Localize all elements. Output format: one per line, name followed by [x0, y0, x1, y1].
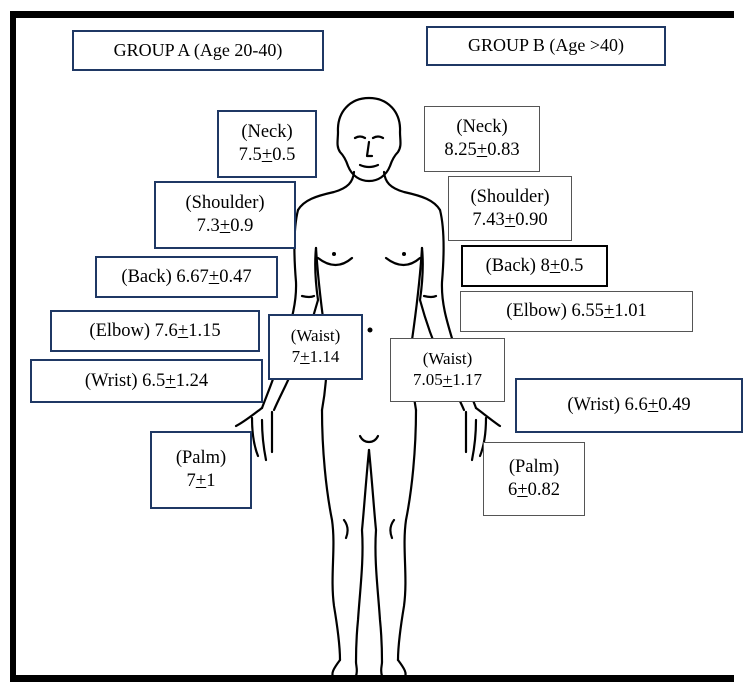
group-a-elbow-box: (Elbow) 7.6+1.15	[50, 310, 260, 352]
group-a-waist-value: 7+1.14	[292, 347, 340, 368]
group-b-elbow-box: (Elbow) 6.55+1.01	[460, 291, 693, 332]
group-a-neck-value: 7.5+0.5	[239, 144, 296, 167]
group-b-palm-box: (Palm) 6+0.82	[483, 442, 585, 516]
group-a-neck-label: (Neck)	[241, 121, 292, 144]
group-b-neck-box: (Neck) 8.25+0.83	[424, 106, 540, 172]
group-a-palm-value: 7+1	[187, 470, 216, 493]
group-a-shoulder-box: (Shoulder) 7.3+0.9	[154, 181, 296, 249]
group-b-wrist-box: (Wrist) 6.6+0.49	[515, 378, 743, 433]
group-a-neck-box: (Neck) 7.5+0.5	[217, 110, 317, 178]
group-b-palm-label: (Palm)	[509, 456, 559, 479]
group-b-wrist-text: (Wrist) 6.6+0.49	[567, 394, 690, 417]
group-a-header: GROUP A (Age 20-40)	[72, 30, 324, 71]
group-b-waist-box: (Waist) 7.05+1.17	[390, 338, 505, 402]
group-a-shoulder-label: (Shoulder)	[185, 192, 264, 215]
group-b-back-box: (Back) 8+0.5	[461, 245, 608, 287]
group-b-palm-value: 6+0.82	[508, 479, 560, 502]
group-b-waist-label: (Waist)	[423, 349, 473, 370]
group-b-waist-value: 7.05+1.17	[413, 370, 482, 391]
group-a-waist-label: (Waist)	[291, 326, 341, 347]
group-b-back-text: (Back) 8+0.5	[486, 255, 584, 278]
group-b-title: GROUP B (Age >40)	[468, 35, 624, 57]
group-a-back-box: (Back) 6.67+0.47	[95, 256, 278, 298]
group-a-palm-box: (Palm) 7+1	[150, 431, 252, 509]
group-a-waist-box: (Waist) 7+1.14	[268, 314, 363, 380]
group-b-neck-value: 8.25+0.83	[444, 139, 519, 162]
group-a-wrist-box: (Wrist) 6.5+1.24	[30, 359, 263, 403]
group-b-shoulder-value: 7.43+0.90	[472, 209, 547, 232]
group-a-palm-label: (Palm)	[176, 447, 226, 470]
group-b-header: GROUP B (Age >40)	[426, 26, 666, 66]
group-b-elbow-text: (Elbow) 6.55+1.01	[506, 300, 646, 323]
group-a-shoulder-value: 7.3+0.9	[197, 215, 254, 238]
group-b-shoulder-label: (Shoulder)	[470, 186, 549, 209]
group-a-back-text: (Back) 6.67+0.47	[121, 266, 251, 289]
group-b-neck-label: (Neck)	[456, 116, 507, 139]
group-a-wrist-text: (Wrist) 6.5+1.24	[85, 370, 208, 393]
group-a-elbow-text: (Elbow) 7.6+1.15	[89, 320, 220, 343]
group-a-title: GROUP A (Age 20-40)	[114, 40, 283, 62]
group-b-shoulder-box: (Shoulder) 7.43+0.90	[448, 176, 572, 241]
